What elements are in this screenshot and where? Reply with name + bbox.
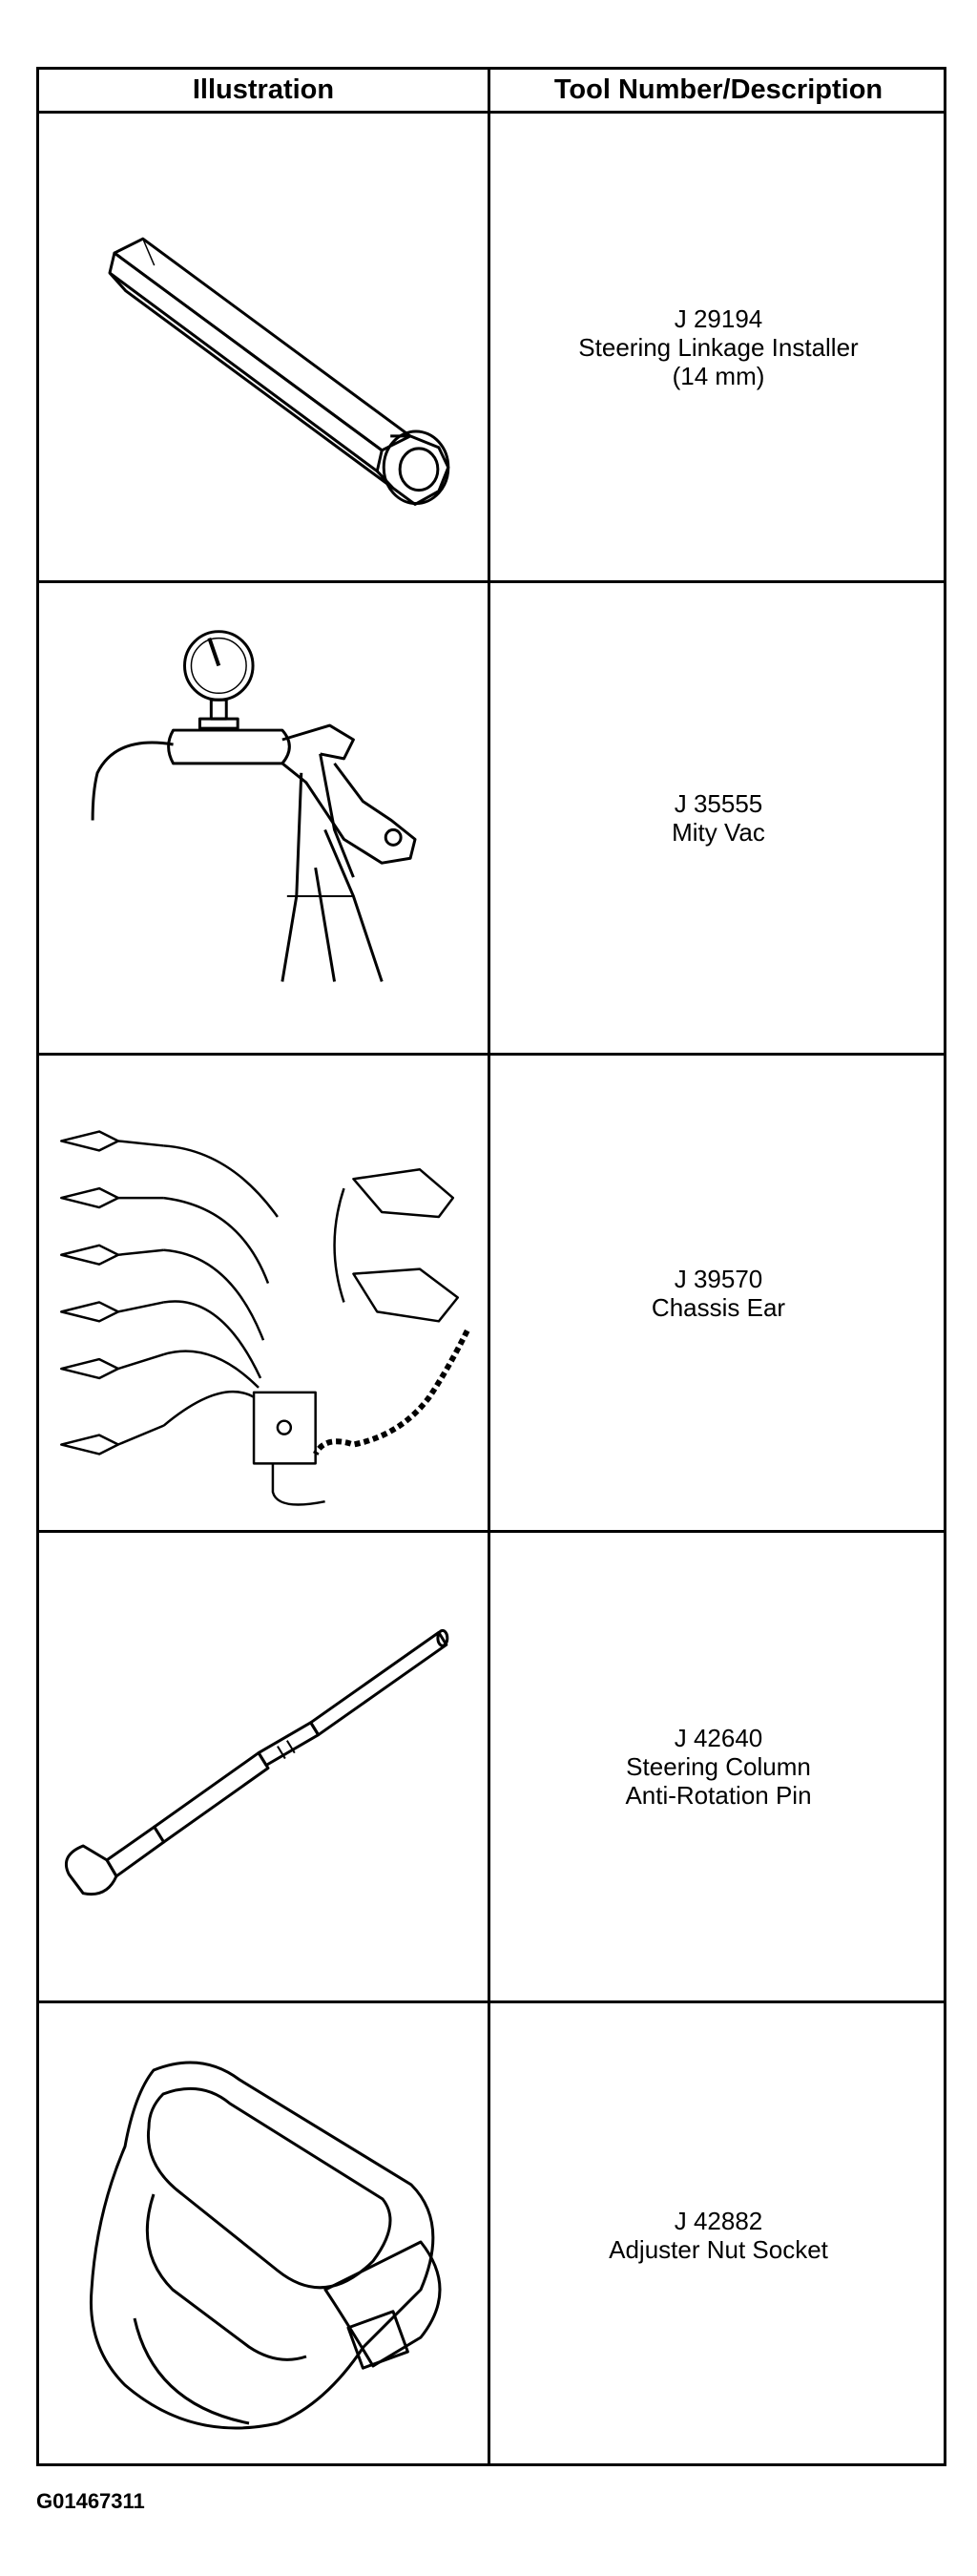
- tool-description-line1: Mity Vac: [672, 818, 765, 847]
- header-tool-description: Tool Number/Description: [553, 74, 883, 105]
- tools-table: Illustration Tool Number/Description J 2…: [36, 67, 946, 2466]
- tool-number: J 39570: [674, 1264, 763, 1293]
- tool-description-line1: Chassis Ear: [651, 1292, 786, 1322]
- tool-description-line1: Steering Linkage Installer: [578, 332, 859, 362]
- column-divider: [488, 70, 490, 2463]
- figure-caption: G01467311: [36, 2489, 145, 2513]
- tool-description-line1: Adjuster Nut Socket: [609, 2234, 828, 2264]
- tool-description-line2: Anti-Rotation Pin: [625, 1781, 812, 1810]
- tool-description-line2: (14 mm): [672, 361, 765, 390]
- table-row: J 42882 Adjuster Nut Socket: [39, 2003, 944, 2466]
- anti-rotation-pin-icon: [64, 1628, 449, 1895]
- header-illustration: Illustration: [192, 74, 335, 105]
- tool-number: J 29194: [674, 304, 763, 333]
- table-row: J 42640 Steering Column Anti-Rotation Pi…: [39, 1533, 944, 2003]
- tool-number: J 42882: [674, 2206, 763, 2235]
- adjuster-nut-socket-icon: [89, 2061, 442, 2430]
- table-row: J 35555 Mity Vac: [39, 583, 944, 1056]
- table-header: Illustration Tool Number/Description: [39, 70, 944, 114]
- table-row: J 39570 Chassis Ear: [39, 1056, 944, 1533]
- vacuum-pump-icon: [91, 630, 417, 982]
- table-row: J 29194 Steering Linkage Installer (14 m…: [39, 114, 944, 583]
- tool-description-line1: Steering Column: [626, 1752, 811, 1781]
- tool-number: J 35555: [674, 789, 763, 818]
- chassis-ear-icon: [60, 1130, 470, 1506]
- tool-number: J 42640: [674, 1724, 763, 1752]
- hex-socket-tube-icon: [108, 237, 450, 506]
